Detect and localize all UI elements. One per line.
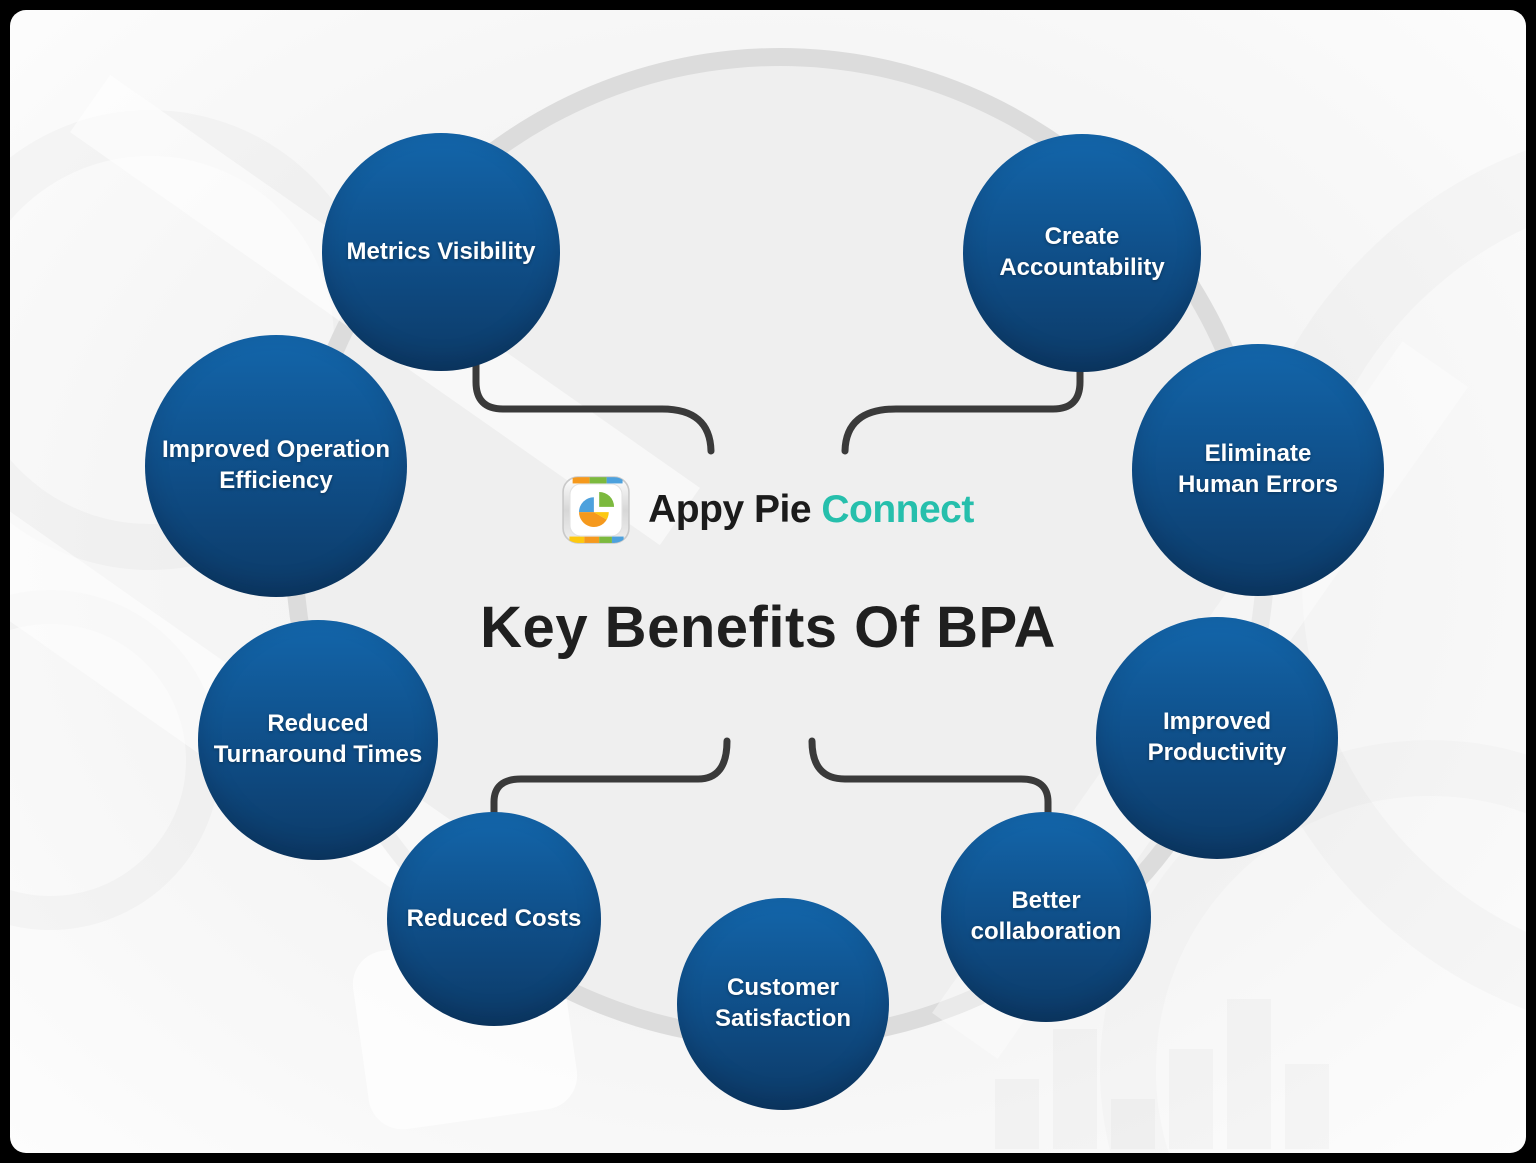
benefit-bubble-eliminate-human-errors: Eliminate Human Errors [1132,344,1384,596]
brand-name-secondary: Connect [821,488,974,531]
brand-name: Appy Pie Connect [648,488,974,532]
benefit-bubble-customer-satisfaction: Customer Satisfaction [677,898,889,1110]
benefit-label: Improved Operation Efficiency [161,436,391,494]
connector-bottom-left [490,737,731,822]
benefit-label: Customer Satisfaction [714,974,852,1032]
connector-top-right [841,354,1084,455]
benefit-label: Metrics Visibility [346,237,536,265]
benefit-label: Better collaboration [970,887,1122,945]
benefit-bubble-reduced-costs: Reduced Costs [387,812,601,1026]
pie-chart-logo-icon [562,476,630,544]
page-title: Key Benefits Of BPA [480,595,1056,660]
benefit-label: Reduced Turnaround Times [213,710,423,768]
benefit-bubble-improved-productivity: Improved Productivity [1096,617,1338,859]
benefit-bubble-metrics-visibility: Metrics Visibility [322,133,560,371]
connector-lines [472,350,1084,822]
connector-top-left [472,350,715,455]
benefit-label: Create Accountability [999,223,1165,281]
infographic-canvas: Metrics Visibility Create Accountability… [10,10,1526,1153]
benefit-bubble-better-collaboration: Better collaboration [941,812,1151,1022]
brand-logo: Appy Pie Connect [10,476,1526,544]
brand-name-primary: Appy Pie [648,488,812,531]
benefit-bubble-reduced-turnaround-times: Reduced Turnaround Times [198,620,438,860]
benefit-label: Improved Productivity [1147,708,1287,766]
benefit-label: Eliminate Human Errors [1177,440,1339,498]
benefit-label: Reduced Costs [406,904,582,932]
benefit-bubble-improved-operation-efficiency: Improved Operation Efficiency [145,335,407,597]
connector-bottom-right [808,737,1052,822]
benefit-bubble-create-accountability: Create Accountability [963,134,1201,372]
